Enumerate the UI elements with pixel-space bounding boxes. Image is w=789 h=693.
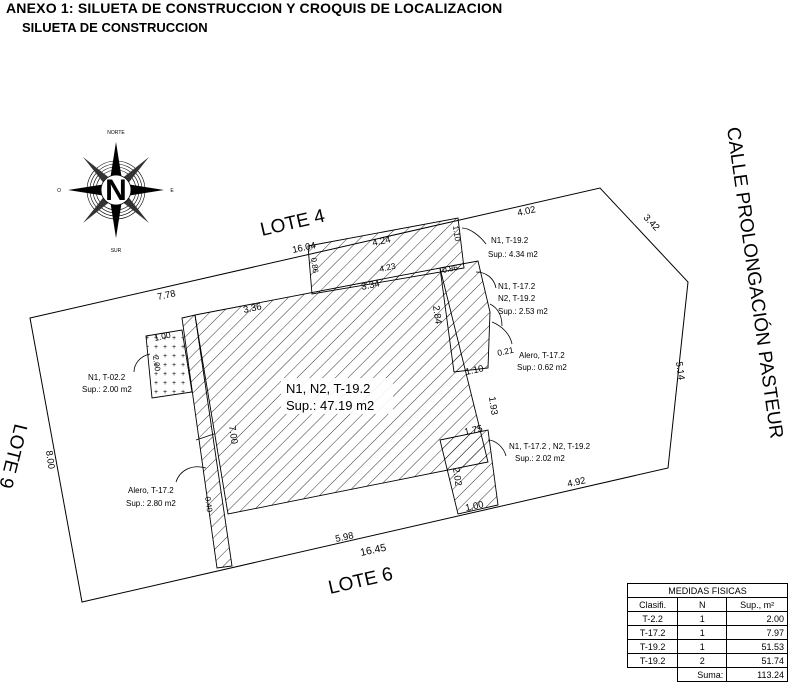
dim-2-02: 2.02 (450, 467, 463, 487)
compass-north-letter: N (105, 174, 127, 207)
area-5-line-2: Sup.: 2.00 m2 (82, 385, 132, 394)
dim-4-02: 4.02 (516, 204, 536, 219)
compass-west-label: O (57, 188, 61, 194)
dim-4-23: 4.23 (378, 261, 397, 274)
table-header-area: Sup., m² (726, 597, 788, 612)
table-cell: 2 (677, 653, 728, 668)
stair-block (145, 329, 193, 399)
table-cell: 1 (677, 625, 728, 640)
dim-3-36: 3.36 (242, 301, 262, 316)
dim-0-86-a: 0.86 (309, 257, 320, 274)
dim-2-00: 2.00 (151, 355, 162, 372)
area-5-line-1: N1, T-02.2 (88, 373, 126, 382)
table-cell: T-2.2 (626, 611, 679, 626)
physical-measures-table: MEDIDAS FISICAS Clasifi. N Sup., m² T-2.… (626, 583, 788, 682)
table-cell: 1 (677, 639, 728, 654)
dim-3-42: 3.42 (641, 212, 662, 233)
dim-5-98: 5.98 (334, 530, 354, 545)
table-cell: 51.74 (726, 653, 788, 668)
left-eave (181, 314, 233, 569)
page-subtitle: SILUETA DE CONSTRUCCION (22, 20, 208, 35)
right-step (439, 260, 491, 373)
area-1-line-1: N1, T-19.2 (491, 236, 529, 245)
area-3-line-2: Sup.: 0.62 m2 (517, 363, 567, 372)
table-cell: 1 (677, 611, 728, 626)
area-4-line-2: Sup.: 2.02 m2 (515, 454, 565, 463)
dim-1-00-a: 1.00 (153, 330, 172, 343)
area-3-line-1: Alero, T-17.2 (519, 351, 565, 360)
dim-7-78: 7.78 (156, 288, 176, 303)
dim-0-21: 0.21 (496, 345, 515, 358)
dim-2-84: 2.84 (430, 305, 443, 325)
dim-1-10-b: 1.10 (464, 363, 484, 378)
compass-rose-icon: N NORTE SUR E O (57, 130, 174, 254)
compass-south-label: SUR (111, 248, 122, 254)
area-6-line-1: Alero, T-17.2 (128, 486, 174, 495)
table-cell: T-17.2 (626, 625, 679, 640)
area-annotations: N1, T-19.2 Sup.: 4.34 m2 N1, T-17.2 N2, … (82, 236, 591, 508)
main-area-line-1: N1, N2, T-19.2 (286, 381, 370, 396)
area-2-line-3: Sup.: 2.53 m2 (498, 307, 548, 316)
compass-east-label: E (170, 188, 174, 194)
table-row: T-17.2 1 7.97 (626, 625, 788, 640)
dim-4-92: 4.92 (566, 475, 586, 490)
dim-16-04: 16.04 (291, 240, 317, 256)
dim-1-00-b: 1.00 (464, 499, 484, 514)
lot-boundary (29, 187, 689, 603)
table-row: T-2.2 1 2.00 (626, 611, 788, 626)
table-header-level: N (677, 597, 728, 612)
main-area-label: N1, N2, T-19.2 Sup.: 47.19 m2 (281, 378, 393, 414)
area-4-line-1: N1, T-17.2 , N2, T-19.2 (509, 442, 591, 451)
page-title: ANEXO 1: SILUETA DE CONSTRUCCION Y CROQU… (6, 0, 503, 16)
dim-1-75: 1.75 (463, 423, 483, 438)
table-cell: 2.00 (726, 611, 788, 626)
table-sum-label: Suma: (677, 667, 728, 682)
table-header-class: Clasifi. (626, 597, 679, 612)
dim-1-10-a: 1.10 (451, 225, 462, 242)
dim-3-34: 3.34 (360, 278, 380, 293)
area-6-line-2: Sup.: 2.80 m2 (126, 499, 176, 508)
table-sum-value: 113.24 (726, 667, 788, 682)
lot-4-label: LOTE 4 (258, 206, 327, 241)
table-row: T-19.2 2 51.74 (626, 653, 788, 668)
dim-5-14: 5.14 (673, 361, 686, 381)
compass-north-label: NORTE (107, 130, 125, 136)
dim-8-00: 8.00 (43, 450, 56, 470)
right-step-lower (439, 429, 499, 515)
area-2-line-2: N2, T-19.2 (498, 294, 536, 303)
table-row: T-19.2 1 51.53 (626, 639, 788, 654)
area-1-line-2: Sup.: 4.34 m2 (488, 250, 538, 259)
dim-0-40: 0.40 (203, 496, 214, 513)
dim-0-86-b: 0.86 (442, 263, 460, 275)
dim-7-00: 7.00 (226, 425, 239, 445)
table-cell: 51.53 (726, 639, 788, 654)
lot-9-label: LOTE 9 (0, 422, 31, 491)
street-label: CALLE PROLONGACIÓN PASTEUR (722, 126, 788, 440)
dimension-labels: 16.04 4.02 3.42 7.78 4.24 1.10 0.86 4.23… (43, 204, 686, 559)
main-area-line-2: Sup.: 47.19 m2 (286, 398, 374, 413)
dim-1-93: 1.93 (486, 396, 499, 416)
dim-16-45: 16.45 (359, 542, 387, 559)
leader-lines (133, 227, 513, 483)
table-title: MEDIDAS FISICAS (627, 583, 788, 598)
table-cell: T-19.2 (626, 653, 679, 668)
area-2-line-1: N1, T-17.2 (498, 282, 536, 291)
table-cell: T-19.2 (626, 639, 679, 654)
lot-6-label: LOTE 6 (326, 564, 395, 599)
dim-4-24: 4.24 (371, 234, 391, 249)
table-cell: 7.97 (726, 625, 788, 640)
